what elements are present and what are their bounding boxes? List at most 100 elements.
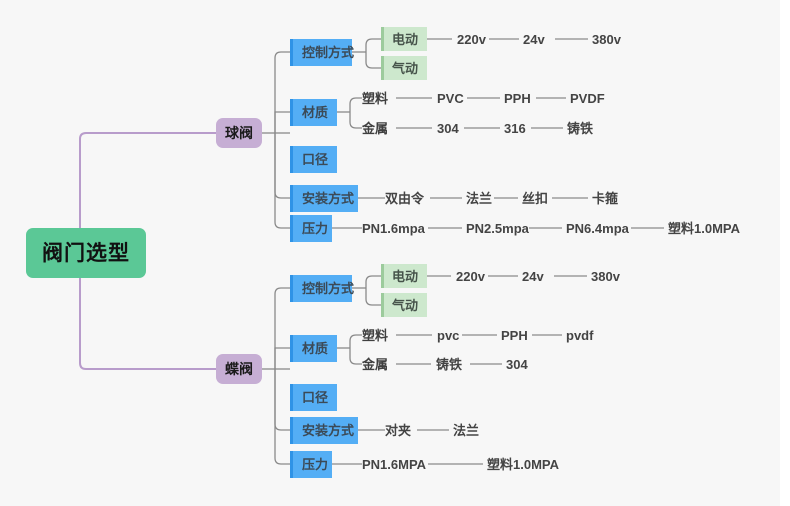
leaf-node-316-ball[interactable]: 316 <box>504 120 526 137</box>
leaf-node-pn25-ball[interactable]: PN2.5mpa <box>466 220 529 237</box>
leaf-node-220v-butterfly[interactable]: 220v <box>456 268 485 284</box>
leaf-label: 220v <box>457 31 486 47</box>
leaf-label: 卡箍 <box>592 191 619 206</box>
category-node-pressure-butterfly[interactable]: 压力 <box>290 451 332 478</box>
category-label: 压力 <box>302 221 329 236</box>
category-node-material-butterfly[interactable]: 材质 <box>290 335 337 362</box>
leaf-label: PN2.5mpa <box>466 221 529 236</box>
leaf-label: PPH <box>504 91 531 106</box>
leaf-label: PVC <box>437 91 464 106</box>
child-node-metal-butterfly[interactable]: 金属 <box>362 356 388 373</box>
leaf-label: 双由令 <box>385 191 425 206</box>
branch-connectors <box>262 51 290 465</box>
child-node-plastic-butterfly[interactable]: 塑料 <box>362 327 388 344</box>
leaf-node-220v-ball[interactable]: 220v <box>457 31 486 47</box>
leaf-label: PN6.4mpa <box>566 221 629 236</box>
leaf-label: 铸铁 <box>567 121 594 136</box>
leaf-node-cast-iron-ball[interactable]: 铸铁 <box>567 120 593 137</box>
category-node-material-ball[interactable]: 材质 <box>290 99 337 126</box>
leaf-label: PN1.6MPA <box>362 457 427 472</box>
leaf-node-pn64-ball[interactable]: PN6.4mpa <box>566 220 629 237</box>
leaf-node-380v-butterfly[interactable]: 380v <box>591 268 620 284</box>
leaf-label: pvdf <box>566 328 594 343</box>
leaf-node-pph-butterfly[interactable]: PPH <box>501 327 528 344</box>
child-label: 气动 <box>392 297 419 313</box>
category-node-diameter-butterfly[interactable]: 口径 <box>290 384 337 411</box>
leaf-label: 法兰 <box>466 191 493 206</box>
leaf-label: 24v <box>522 268 544 284</box>
category-label: 口径 <box>302 390 329 405</box>
child-label: 塑料 <box>362 91 389 106</box>
child-label: 电动 <box>392 31 419 47</box>
child-label: 电动 <box>392 268 419 284</box>
leaf-label: 塑料1.0MPA <box>668 221 740 236</box>
child-node-electric-ball[interactable]: 电动 <box>381 27 427 51</box>
leaf-label: 塑料1.0MPA <box>487 457 559 472</box>
leaf-label: 对夹 <box>385 423 412 438</box>
category-node-control-mode-butterfly[interactable]: 控制方式 <box>290 275 355 302</box>
leaf-node-pvc-ball[interactable]: PVC <box>437 90 464 107</box>
leaf-node-flange-ball[interactable]: 法兰 <box>466 190 492 207</box>
leaf-label: 24v <box>523 31 545 47</box>
category-node-installation-ball[interactable]: 安装方式 <box>290 185 358 212</box>
leaf-node-304-ball[interactable]: 304 <box>437 120 459 137</box>
leaf-label: PVDF <box>570 91 605 106</box>
category-label: 材质 <box>302 341 329 356</box>
child-node-metal-ball[interactable]: 金属 <box>362 120 388 137</box>
child-node-pneumatic-butterfly[interactable]: 气动 <box>381 293 427 317</box>
category-label: 控制方式 <box>302 281 355 296</box>
child-label: 塑料 <box>362 328 389 343</box>
leaf-node-380v-ball[interactable]: 380v <box>592 31 621 47</box>
leaf-label: 法兰 <box>453 423 480 438</box>
child-label: 气动 <box>392 60 419 76</box>
category-label: 控制方式 <box>302 45 355 60</box>
category-node-diameter-ball[interactable]: 口径 <box>290 146 337 173</box>
leaf-node-304-butterfly[interactable]: 304 <box>506 356 528 373</box>
category-label: 压力 <box>302 457 329 472</box>
child-label: 金属 <box>362 357 389 372</box>
leaf-node-pvdf-ball[interactable]: PVDF <box>570 90 605 107</box>
leaf-node-flange-butterfly[interactable]: 法兰 <box>453 422 479 439</box>
leaf-node-double-union-ball[interactable]: 双由令 <box>385 190 424 207</box>
leaf-label: 丝扣 <box>522 191 549 206</box>
leaf-node-clamp-ball[interactable]: 卡箍 <box>592 190 618 207</box>
leaf-node-24v-butterfly[interactable]: 24v <box>522 268 544 284</box>
leaf-node-pn16-ball[interactable]: PN1.6mpa <box>362 220 425 237</box>
child-label: 金属 <box>362 121 389 136</box>
child-node-electric-butterfly[interactable]: 电动 <box>381 264 427 288</box>
branch-node-ball-valve[interactable]: 球阀 <box>216 118 262 148</box>
leaf-node-pvdf-butterfly[interactable]: pvdf <box>566 327 593 344</box>
category-label: 安装方式 <box>302 191 355 206</box>
leaf-node-plastic10-butterfly[interactable]: 塑料1.0MPA <box>487 456 559 473</box>
category-node-installation-butterfly[interactable]: 安装方式 <box>290 417 358 444</box>
leaf-label: 380v <box>592 31 621 47</box>
leaf-node-thread-ball[interactable]: 丝扣 <box>522 190 548 207</box>
leaf-node-pph-ball[interactable]: PPH <box>504 90 531 107</box>
leaf-node-pn16-butterfly[interactable]: PN1.6MPA <box>362 456 426 473</box>
leaf-label: 380v <box>591 268 620 284</box>
leaf-node-wafer-butterfly[interactable]: 对夹 <box>385 422 411 439</box>
branch-label: 蝶阀 <box>225 361 253 377</box>
leaf-label: 220v <box>456 268 485 284</box>
category-node-control-mode-ball[interactable]: 控制方式 <box>290 39 355 66</box>
leaf-node-plastic10-ball[interactable]: 塑料1.0MPA <box>668 220 740 237</box>
leaf-label: 304 <box>437 121 459 136</box>
leaf-label: PPH <box>501 328 528 343</box>
branch-label: 球阀 <box>225 125 253 141</box>
root-label: 阀门选型 <box>42 241 130 265</box>
child-node-pneumatic-ball[interactable]: 气动 <box>381 56 427 80</box>
branch-node-butterfly-valve[interactable]: 蝶阀 <box>216 354 262 384</box>
leaf-label: 304 <box>506 357 528 372</box>
leaf-label: PN1.6mpa <box>362 221 425 236</box>
category-label: 材质 <box>302 105 329 120</box>
root-node[interactable]: 阀门选型 <box>26 228 146 278</box>
leaf-node-pvc-butterfly[interactable]: pvc <box>437 327 459 344</box>
child-node-plastic-ball[interactable]: 塑料 <box>362 90 388 107</box>
category-label: 口径 <box>302 152 329 167</box>
category-label: 安装方式 <box>302 423 355 438</box>
leaf-node-24v-ball[interactable]: 24v <box>523 31 545 47</box>
leaf-node-cast-iron-butterfly[interactable]: 铸铁 <box>436 356 462 373</box>
leaf-label: pvc <box>437 328 460 343</box>
category-node-pressure-ball[interactable]: 压力 <box>290 215 332 242</box>
